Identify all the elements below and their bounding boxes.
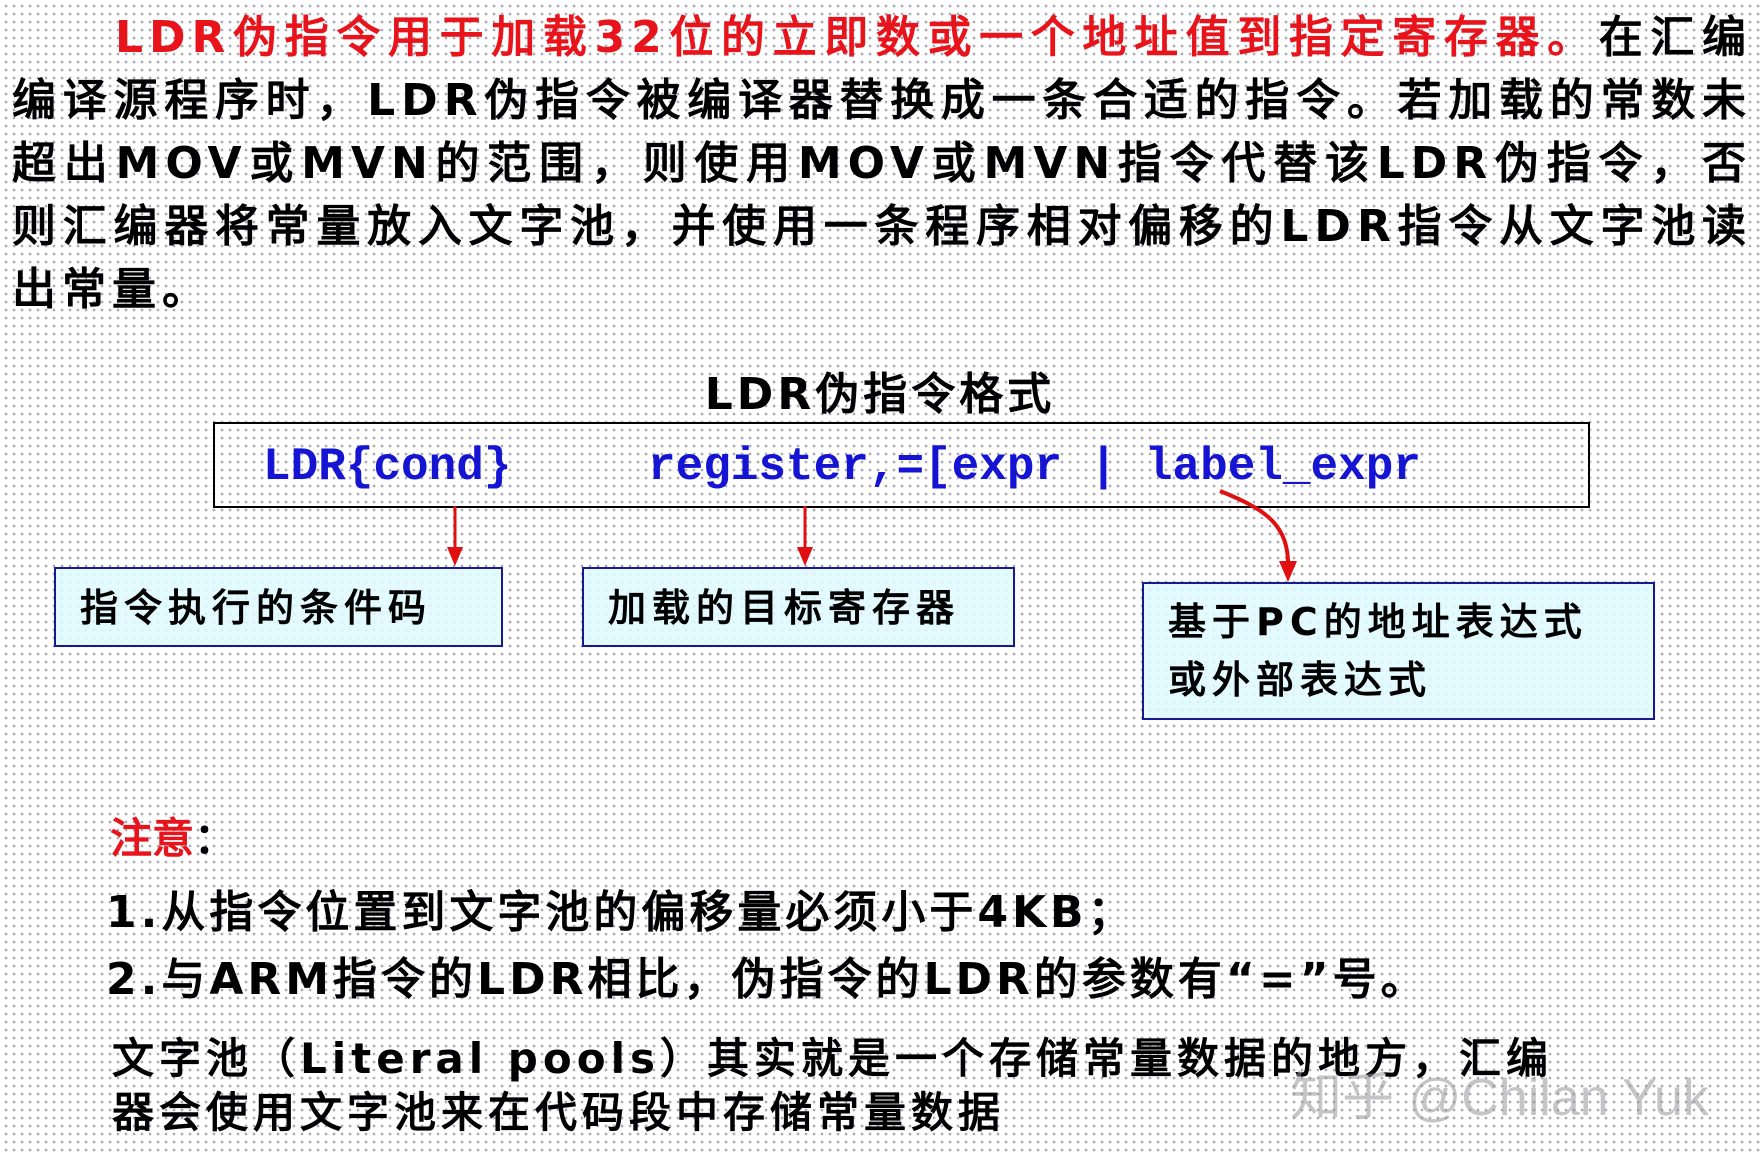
literal-pool-line-2: 器会使用文字池来在代码段中存储常量数据: [112, 1088, 1006, 1137]
annotation-label-line-2: 或外部表达式: [1168, 658, 1433, 702]
code-ldr-cond: LDR{cond}: [263, 441, 512, 493]
format-syntax-box: LDR{cond} register,=[expr | label_expr: [213, 422, 1590, 508]
intro-highlight: LDR伪指令用于加载32位的立即数或一个地址值到指定寄存器。: [115, 12, 1599, 63]
arrow-label-expr-icon: [1219, 489, 1297, 582]
notes-heading: 注意：: [110, 805, 236, 866]
annotation-label: 加载的目标寄存器: [608, 586, 961, 630]
notes-colon: ：: [194, 814, 237, 863]
watermark: 知乎 @Chilan Yuk: [1290, 1069, 1709, 1127]
note-item-1: 1.从指令位置到文字池的偏移量必须小于4KB；: [106, 887, 1136, 938]
intro-body: 在汇编编译源程序时，LDR伪指令被编译器替换成一条合适的指令。若加载的常数未超出…: [12, 12, 1752, 315]
intro-paragraph: LDR伪指令用于加载32位的立即数或一个地址值到指定寄存器。在汇编编译源程序时，…: [12, 6, 1752, 321]
note-item-2: 2.与ARM指令的LDR相比，伪指令的LDR的参数有“=”号。: [106, 954, 1429, 1005]
code-register-expr: register,=[expr | label_expr: [648, 441, 1421, 493]
annotation-label-line-1: 基于PC的地址表达式: [1168, 600, 1588, 644]
annotation-box-label-expr: 基于PC的地址表达式 或外部表达式: [1142, 582, 1655, 720]
annotation-box-cond: 指令执行的条件码: [54, 567, 503, 647]
literal-pool-line-1: 文字池（Literal pools）其实就是一个存储常量数据的地方，汇编: [112, 1034, 1553, 1083]
arrow-register-icon: [797, 506, 813, 566]
format-title: LDR伪指令格式: [704, 369, 1056, 420]
annotation-box-register: 加载的目标寄存器: [582, 567, 1015, 647]
arrow-cond-icon: [447, 506, 463, 566]
literal-pool-explanation: 文字池（Literal pools）其实就是一个存储常量数据的地方，汇编 器会使…: [112, 1032, 1672, 1140]
annotation-label: 指令执行的条件码: [80, 586, 433, 630]
notes-title: 注意: [110, 814, 195, 863]
